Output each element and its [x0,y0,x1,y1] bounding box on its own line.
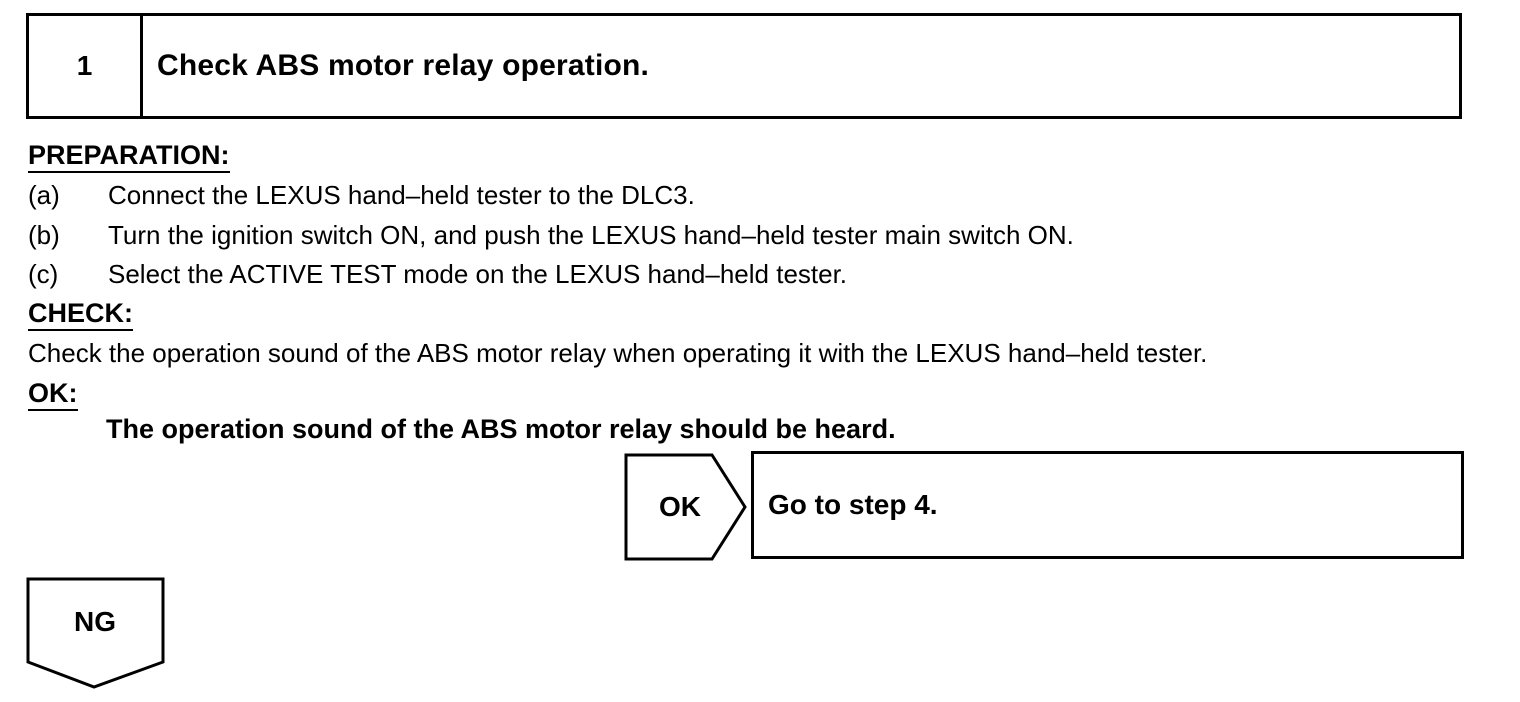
check-text: Check the operation sound of the ABS mot… [28,338,1208,368]
item-text: Turn the ignition switch ON, and push th… [108,220,1074,250]
preparation-heading: PREPARATION: [28,140,230,173]
item-text: Select the ACTIVE TEST mode on the LEXUS… [108,259,848,289]
ok-heading: OK: [28,378,78,411]
check-heading: CHECK: [28,298,133,331]
step-title: Check ABS motor relay operation. [157,49,650,82]
ng-arrow-shape [26,577,165,689]
ok-action-box: Go to step 4. [751,451,1464,559]
step-header: 1 Check ABS motor relay operation. [26,13,1462,119]
step-number: 1 [29,16,143,116]
item-letter: (a) [28,180,60,210]
item-text: Connect the LEXUS hand–held tester to th… [108,180,695,210]
ok-label: OK [659,491,701,522]
ng-label: NG [74,606,116,637]
ok-criteria-text: The operation sound of the ABS motor rel… [106,414,896,444]
item-letter: (c) [28,259,59,289]
item-letter: (b) [28,220,60,250]
ok-arrow-shape [624,453,747,561]
